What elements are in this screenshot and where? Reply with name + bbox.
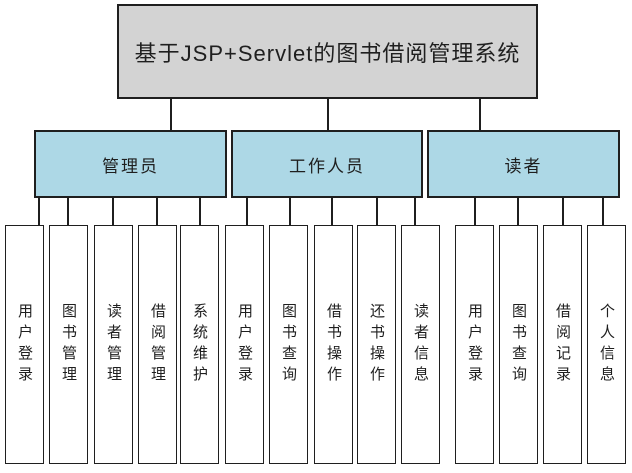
group-label-staff: 工作人员: [289, 156, 365, 176]
leaf-label: 借阅记录: [554, 302, 571, 387]
group-box-staff: 工作人员: [231, 130, 423, 198]
leaf-admin-borrow-management: 借阅管理: [138, 225, 177, 464]
connector-line: [170, 99, 172, 130]
leaf-label: 用户登录: [466, 302, 483, 387]
leaf-label: 图书管理: [60, 302, 77, 387]
group-label-reader: 读者: [504, 156, 543, 176]
connector-line: [67, 198, 69, 225]
leaf-staff-reader-info: 读者信息: [401, 225, 440, 464]
leaf-label: 读者管理: [105, 302, 122, 387]
leaf-label: 图书查询: [280, 302, 297, 387]
connector-line: [246, 198, 248, 225]
leaf-admin-reader-management: 读者管理: [94, 225, 133, 464]
connector-line: [562, 198, 564, 225]
connector-line: [331, 198, 333, 225]
leaf-label: 个人信息: [598, 302, 615, 387]
leaf-label: 借阅管理: [149, 302, 166, 387]
connector-line: [602, 198, 604, 225]
leaf-label: 系统维护: [191, 302, 208, 387]
connector-line: [112, 198, 114, 225]
leaf-label: 图书查询: [510, 302, 527, 387]
leaf-staff-return-operation: 还书操作: [357, 225, 396, 464]
leaf-label: 读者信息: [412, 302, 429, 387]
leaf-label: 借书操作: [325, 302, 342, 387]
leaf-staff-borrow-operation: 借书操作: [314, 225, 353, 464]
connector-line: [289, 198, 291, 225]
system-title: 基于JSP+Servlet的图书借阅管理系统: [134, 40, 521, 66]
leaf-admin-user-login: 用户登录: [5, 225, 44, 464]
root-box-system: 基于JSP+Servlet的图书借阅管理系统: [117, 4, 538, 99]
connector-line: [199, 198, 201, 225]
leaf-staff-book-query: 图书查询: [269, 225, 308, 464]
connector-line: [376, 198, 378, 225]
connector-line: [414, 198, 416, 225]
connector-line: [517, 198, 519, 225]
group-box-administrator: 管理员: [34, 130, 227, 198]
leaf-admin-book-management: 图书管理: [49, 225, 88, 464]
leaf-label: 用户登录: [16, 302, 33, 387]
leaf-label: 用户登录: [236, 302, 253, 387]
leaf-label: 还书操作: [368, 302, 385, 387]
group-box-reader: 读者: [427, 130, 620, 198]
leaf-reader-user-login: 用户登录: [455, 225, 494, 464]
leaf-reader-borrow-records: 借阅记录: [543, 225, 582, 464]
connector-line: [474, 198, 476, 225]
leaf-reader-book-query: 图书查询: [499, 225, 538, 464]
leaf-admin-system-maintenance: 系统维护: [180, 225, 219, 464]
connector-line: [327, 99, 329, 130]
group-label-administrator: 管理员: [102, 156, 159, 176]
connector-line: [479, 99, 481, 130]
leaf-staff-user-login: 用户登录: [225, 225, 264, 464]
connector-line: [156, 198, 158, 225]
leaf-reader-personal-info: 个人信息: [587, 225, 626, 464]
connector-line: [38, 198, 40, 225]
